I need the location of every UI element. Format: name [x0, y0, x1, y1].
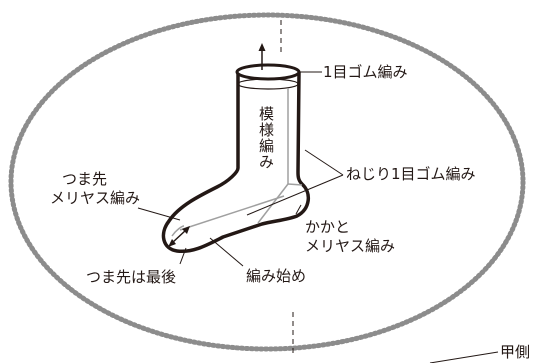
toe-label-line1: つま先 [62, 170, 108, 188]
heel-label-line1: かかと [305, 218, 351, 236]
rib-cuff-label: 1目ゴム編み [323, 63, 408, 81]
leader-lines [137, 71, 344, 267]
pattern-stitch-label: 模様編み [257, 106, 275, 170]
knitting-guide-lines [171, 88, 303, 237]
up-arrow-icon [258, 43, 266, 70]
toe-last-label: つま先は最後 [86, 268, 177, 286]
twisted-rib-label: ねじり1目ゴム編み [346, 165, 476, 183]
double-arrow-icon [168, 226, 190, 247]
sock-outline [161, 71, 310, 254]
instep-label: 甲側 [500, 343, 531, 361]
instep-leader-line [429, 351, 499, 363]
toe-label-line2: メリヤス編み [50, 189, 141, 207]
dotted-oval [8, 12, 526, 352]
heel-label-line2: メリヤス編み [305, 237, 396, 255]
cuff-top [235, 63, 301, 81]
cuff-inner [237, 78, 299, 90]
cast-on-label: 編み始め [246, 267, 307, 285]
